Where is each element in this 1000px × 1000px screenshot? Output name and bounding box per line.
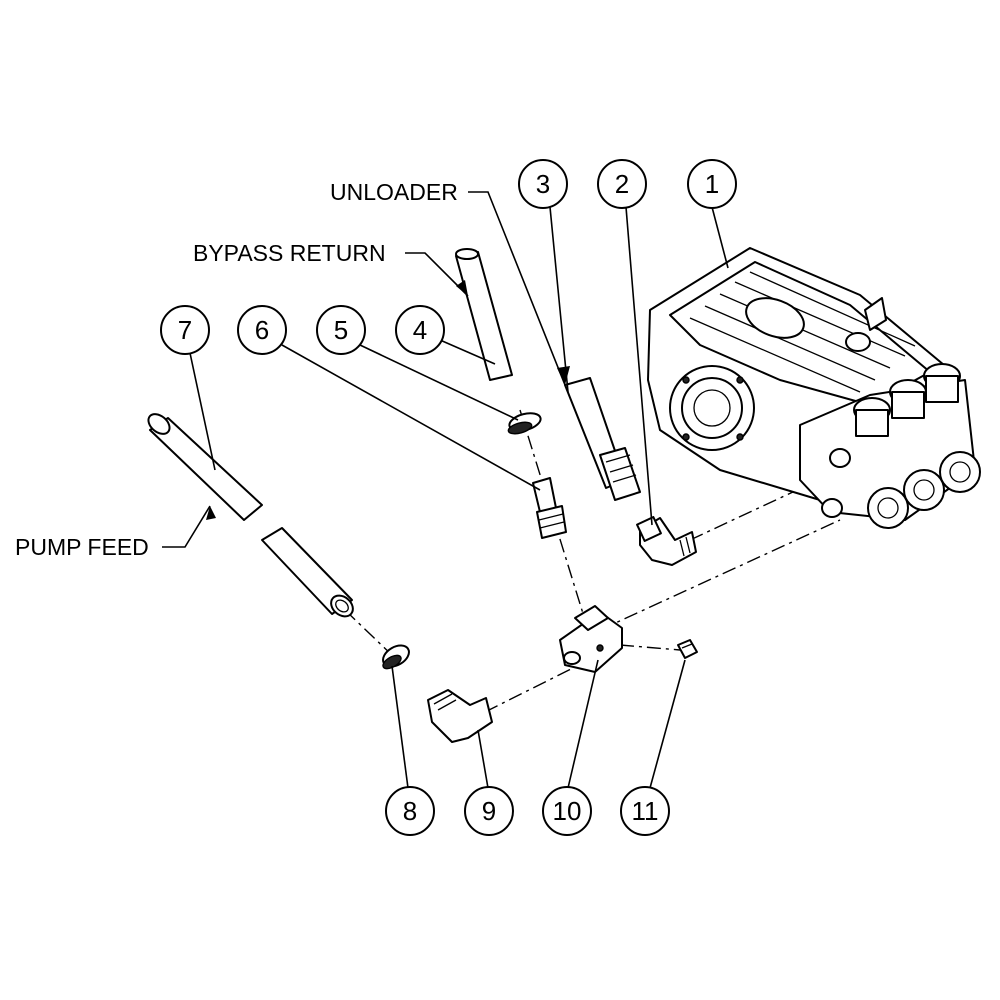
arrowhead-bypass-return bbox=[456, 280, 468, 296]
leader-lines bbox=[162, 191, 729, 789]
pump-feed-hose-upper bbox=[147, 413, 263, 521]
leader-unloader bbox=[468, 191, 566, 386]
callout-10-number: 10 bbox=[553, 796, 582, 826]
center-line-elbow-tee bbox=[484, 661, 586, 713]
leader-4 bbox=[439, 339, 496, 365]
callout-3: 3 bbox=[518, 159, 568, 209]
pump-feed-hose-lower bbox=[261, 527, 354, 618]
leader-2 bbox=[625, 206, 653, 526]
tee-fitting bbox=[559, 605, 623, 673]
callout-4-number: 4 bbox=[413, 315, 427, 345]
callout-8-number: 8 bbox=[403, 796, 417, 826]
unloader-hose bbox=[564, 377, 641, 501]
callout-10: 10 bbox=[542, 786, 592, 836]
leader-5 bbox=[359, 344, 519, 421]
leader-1 bbox=[711, 206, 729, 269]
label-pump-feed: PUMP FEED bbox=[15, 534, 149, 560]
callout-3-number: 3 bbox=[536, 169, 550, 199]
callout-4: 4 bbox=[395, 305, 445, 355]
callout-8: 8 bbox=[385, 786, 435, 836]
callout-6-number: 6 bbox=[255, 315, 269, 345]
callout-7-number: 7 bbox=[178, 315, 192, 345]
callout-9-number: 9 bbox=[482, 796, 496, 826]
leader-pump-feed bbox=[162, 505, 211, 548]
elbow-fitting-lower bbox=[427, 689, 493, 743]
pump-body bbox=[647, 247, 981, 529]
leader-8 bbox=[391, 665, 409, 789]
leader-3 bbox=[549, 206, 569, 393]
bypass-return-hose bbox=[455, 248, 513, 381]
callout-6: 6 bbox=[237, 305, 287, 355]
leader-9 bbox=[477, 729, 489, 789]
hose-clamp-upper bbox=[507, 412, 542, 435]
hose-barb bbox=[532, 477, 567, 539]
leader-bypass-return bbox=[405, 252, 469, 297]
leader-7 bbox=[189, 352, 216, 471]
leader-6 bbox=[281, 344, 541, 491]
callout-2: 2 bbox=[597, 159, 647, 209]
callout-5: 5 bbox=[316, 305, 366, 355]
center-line-hose-clamp bbox=[344, 609, 396, 659]
callout-11-number: 11 bbox=[632, 796, 659, 826]
callout-11: 11 bbox=[620, 786, 670, 836]
leader-11 bbox=[649, 659, 686, 789]
callout-9: 9 bbox=[464, 786, 514, 836]
label-bypass-return: BYPASS RETURN bbox=[193, 240, 386, 266]
callout-7: 7 bbox=[160, 305, 210, 355]
label-unloader: UNLOADER bbox=[330, 179, 458, 205]
arrowhead-pump-feed bbox=[206, 506, 216, 520]
leader-10 bbox=[567, 659, 599, 789]
callout-1-number: 1 bbox=[705, 169, 719, 199]
callout-5-number: 5 bbox=[334, 315, 348, 345]
center-line-tee-plug bbox=[619, 644, 681, 651]
plug bbox=[677, 639, 698, 659]
hose-clamp-lower bbox=[382, 644, 410, 670]
arrowhead-unloader bbox=[557, 366, 570, 385]
center-line-tee-pump bbox=[599, 519, 841, 631]
elbow-fitting-upper bbox=[636, 516, 697, 566]
callout-2-number: 2 bbox=[615, 169, 629, 199]
callout-1: 1 bbox=[687, 159, 737, 209]
